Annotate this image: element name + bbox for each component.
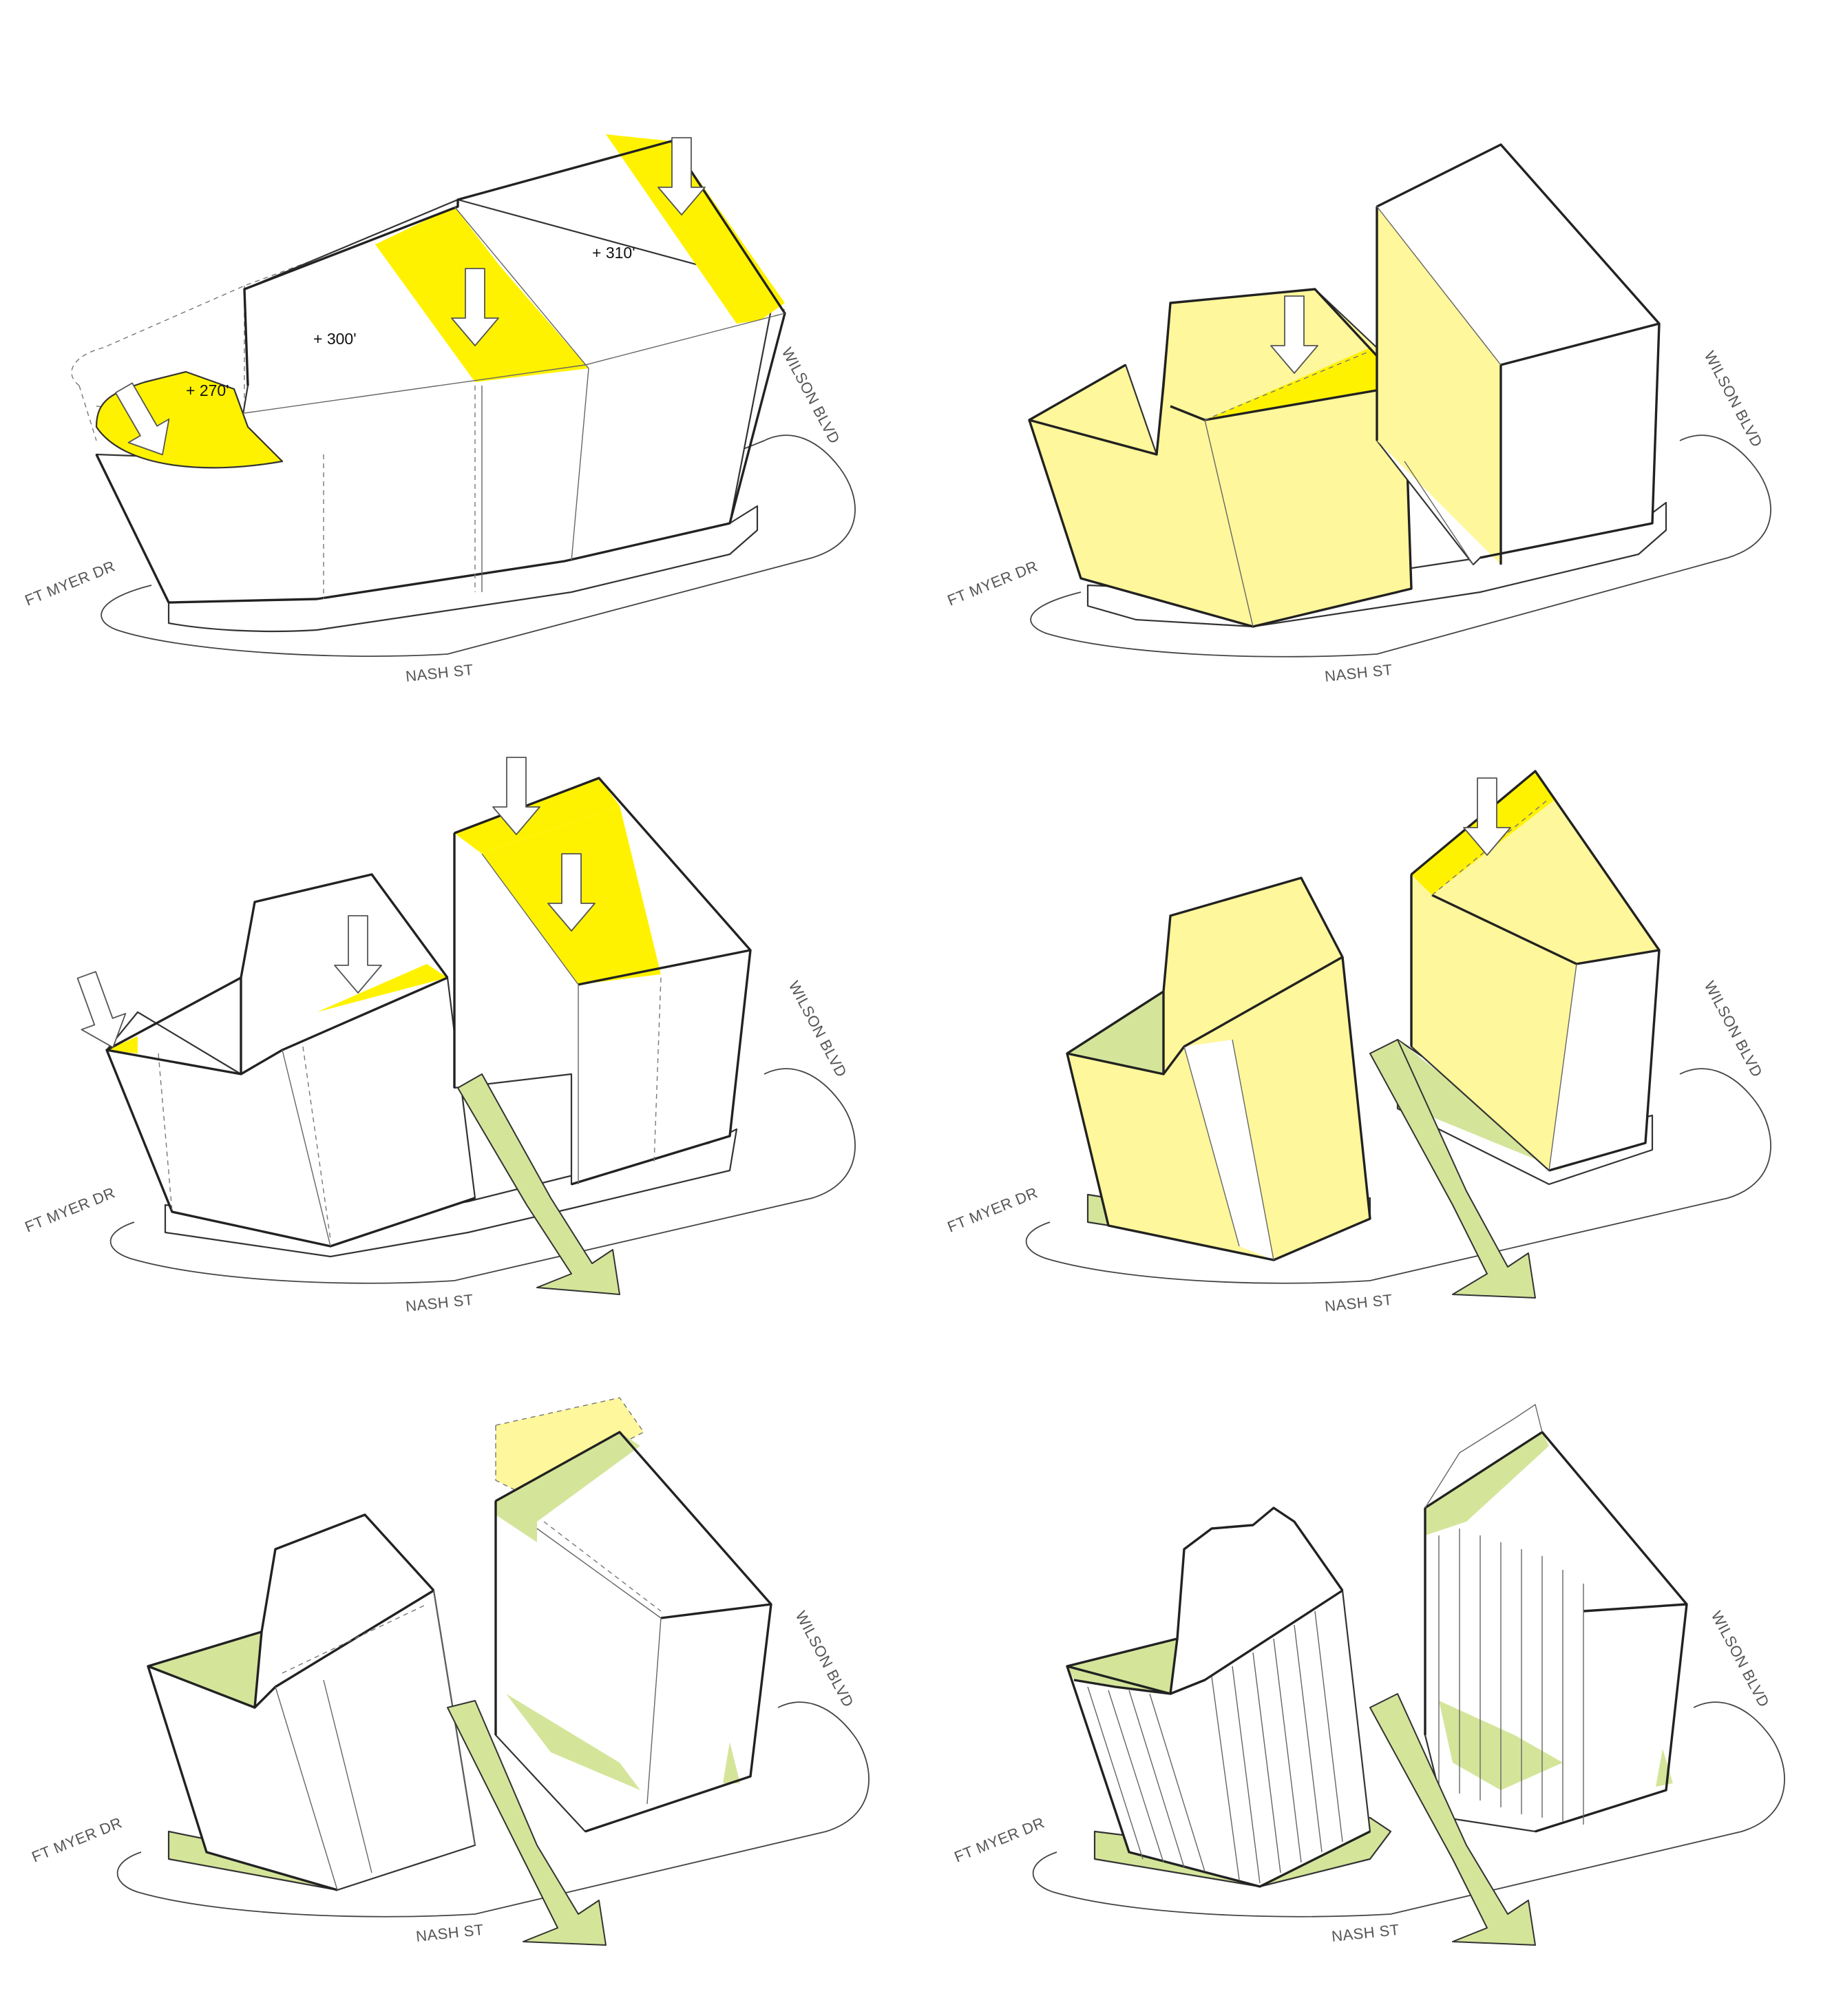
street-label-ftmyer: FT MYER DR [945,1184,1040,1235]
height-label-270: + 270' [186,381,229,399]
street-label-wilson: WILSON BLVD [779,345,843,447]
panel-2-split-towers: WILSON BLVD FT MYER DR NASH ST [945,145,1771,685]
street-label-nash: NASH ST [1324,661,1393,685]
height-label-300: + 300' [313,330,357,348]
left-tower-mass [148,1515,475,1890]
street-label-nash: NASH ST [415,1921,485,1945]
height-label-310: + 310' [592,244,635,262]
street-label-ftmyer: FT MYER DR [30,1814,125,1865]
street-label-nash: NASH ST [1331,1921,1400,1945]
street-label-ftmyer: FT MYER DR [23,557,118,609]
street-label-wilson: WILSON BLVD [1701,978,1766,1080]
street-label-wilson: WILSON BLVD [1708,1608,1773,1710]
street-label-wilson: WILSON BLVD [1701,348,1766,450]
panel-1-initial-massing: + 270' + 300' + 310' WILSON BLVD FT MYER… [23,134,856,685]
street-label-ftmyer: FT MYER DR [23,1184,118,1235]
street-label-ftmyer: FT MYER DR [945,557,1040,609]
street-label-nash: NASH ST [405,1291,474,1315]
street-label-wilson: WILSON BLVD [792,1608,857,1710]
street-label-wilson: WILSON BLVD [786,978,850,1080]
street-label-ftmyer: FT MYER DR [952,1814,1047,1865]
panel-4-terraces: WILSON BLVD FT MYER DR NASH ST [945,771,1771,1315]
panel-6-articulated-facades: WILSON BLVD FT MYER DR NASH ST [952,1405,1785,1945]
street-label-nash: NASH ST [405,661,474,685]
panel-3-sky-views: WILSON BLVD FT MYER DR NASH ST [23,757,856,1315]
left-tower-mass [1029,289,1411,627]
panel-5-refined-massing: WILSON BLVD FT MYER DR NASH ST [30,1398,870,1945]
street-label-nash: NASH ST [1324,1291,1393,1315]
